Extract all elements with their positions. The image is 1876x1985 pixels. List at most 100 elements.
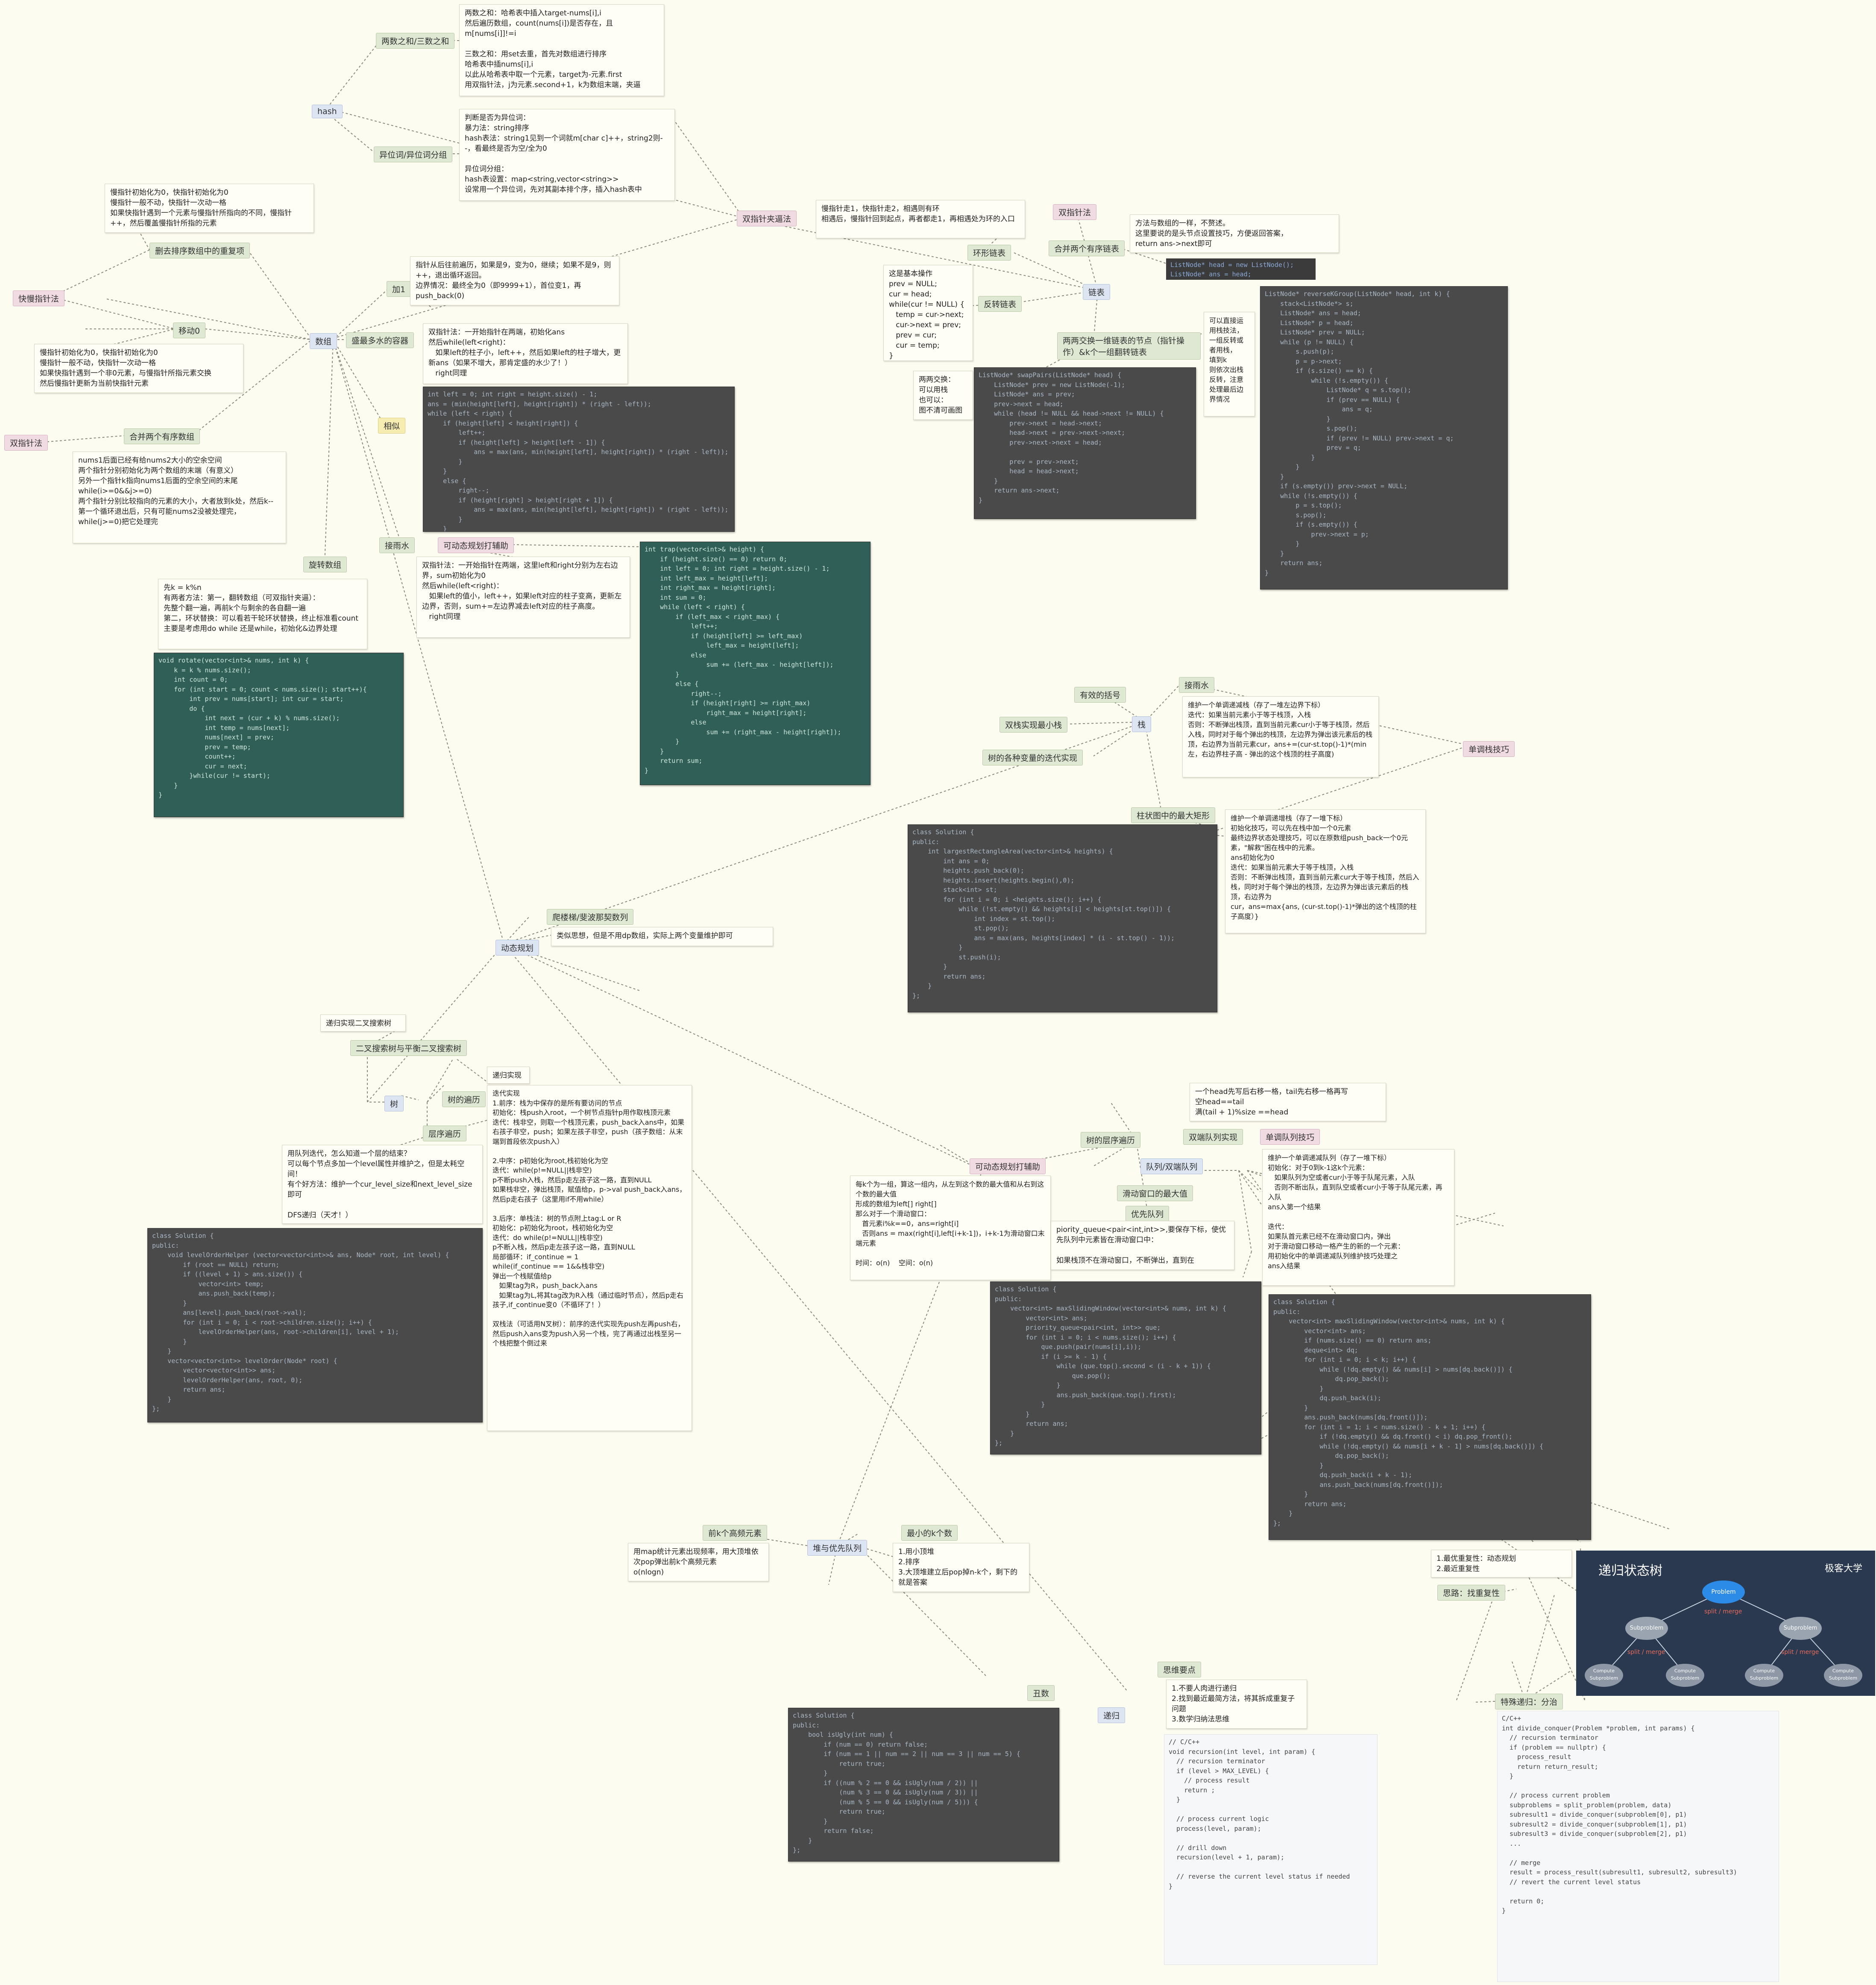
label-recursive-impl: 递归实现 <box>487 1067 530 1084</box>
topic-stack[interactable]: 栈 <box>1132 716 1152 732</box>
topic-climb-stairs[interactable]: 爬楼梯/斐波那契数列 <box>547 909 634 925</box>
topic-mono-stack[interactable]: 单调栈技巧 <box>1463 741 1515 757</box>
note-anagram: 判断是否为异位词： 暴力法：string排序 hash表法：string1见到一… <box>459 109 675 201</box>
note-mono-queue: 维护一个单调递减队列（存了一堆下标） 初始化：对于0到k-1这k个元素： 如果队… <box>1262 1149 1454 1286</box>
note-priority-queue: piority_queue<pair<int,int>>,要保存下标，使优先队列… <box>1051 1221 1234 1270</box>
note-swap-pairs: 两两交换： 可以用栈 也可以： 图不清可画图 <box>913 371 973 420</box>
topic-anagram[interactable]: 异位词/异位词分组 <box>374 147 453 162</box>
slide-subproblem-left: Subproblem <box>1625 1617 1668 1640</box>
topic-queue-level-order[interactable]: 树的层序遍历 <box>1081 1132 1141 1148</box>
topic-priority-queue[interactable]: 优先队列 <box>1126 1206 1170 1222</box>
note-reverse-list: 这是基本操作 prev = NULL; cur = head; while(cu… <box>883 265 973 361</box>
topic-dynamic-programming[interactable]: 动态规划 <box>495 940 539 956</box>
code-ugly-number: class Solution { public: bool isUgly(int… <box>788 1708 1059 1862</box>
topic-linked-list[interactable]: 链表 <box>1083 284 1111 300</box>
note-ring-list: 慢指针走1，快指针走2，相遇则有环 相遇后，慢指针回到起点，再者都走1，再相遇处… <box>816 200 1025 238</box>
note-plus-one: 指针从后往前遍历，如果是9，变为0，继续；如果不是9，则++，退出循环返回。 边… <box>410 256 619 305</box>
code-recursion-template: // C/C++ void recursion(int level, int p… <box>1164 1734 1378 1965</box>
topic-recursion[interactable]: 递归 <box>1098 1707 1126 1723</box>
topic-sliding-window-max[interactable]: 滑动窗口的最大值 <box>1117 1185 1193 1201</box>
code-trap-rain: int trap(vector<int>& height) { if (heig… <box>640 542 871 785</box>
topic-queue-deque[interactable]: 队列/双端队列 <box>1140 1158 1203 1174</box>
code-swap-pairs: ListNode* swapPairs(ListNode* head) { Li… <box>974 367 1196 519</box>
topic-trap-rain[interactable]: 接雨水 <box>379 537 415 553</box>
note-dedup: 慢指针初始化为0，快指针初始化为0 慢指针一般不动，快指针一次动一格 如果快指针… <box>105 184 314 233</box>
topic-largest-rectangle[interactable]: 柱状图中的最大矩形 <box>1131 807 1216 823</box>
topic-dedup[interactable]: 删去排序数组中的重复项 <box>149 243 250 258</box>
topic-merge-lists[interactable]: 合并两个有序链表 <box>1049 240 1125 256</box>
slide-label-right: split / merge <box>1781 1649 1819 1656</box>
topic-window-dp-assist[interactable]: 可动态规划打辅助 <box>970 1158 1046 1174</box>
topic-top-k-frequent[interactable]: 前k个高频元素 <box>703 1525 768 1541</box>
note-top-k-frequent: 用map统计元素出现频率，用大顶堆依次pop弹出前k个高频元素 o(nlogn) <box>628 1543 769 1581</box>
topic-thinking-points[interactable]: 思维要点 <box>1158 1662 1202 1677</box>
slide-leaf-2: Compute Subproblem <box>1666 1664 1704 1687</box>
topic-valid-parentheses[interactable]: 有效的括号 <box>1074 687 1126 703</box>
code-container-water: int left = 0; int right = height.size() … <box>423 387 735 532</box>
slide-title: 递归状态树 <box>1598 1563 1662 1578</box>
topic-level-order[interactable]: 层序遍历 <box>423 1126 467 1141</box>
code-merge-lists-head: ListNode* head = new ListNode(); ListNod… <box>1166 258 1316 280</box>
topic-move-zero[interactable]: 移动0 <box>173 323 206 338</box>
topic-stack-rain[interactable]: 接雨水 <box>1179 677 1215 693</box>
slide-leaf-4: Compute Subproblem <box>1824 1664 1862 1687</box>
note-thinking-points: 1.不要人肉进行递归 2.找到最近最简方法，将其拆成重复子问题 3.数学归纳法思… <box>1166 1680 1307 1729</box>
note-largest-rectangle: 维护一个单调递增栈（存了一堆下标） 初始化技巧，可以先在栈中加一个0元素 最终边… <box>1225 809 1426 933</box>
topic-similar[interactable]: 相似 <box>378 418 406 434</box>
topic-linked-two-pointer[interactable]: 双指针法 <box>1053 204 1097 220</box>
topic-hash[interactable]: hash <box>312 105 343 118</box>
slide-problem-node: Problem <box>1702 1580 1745 1604</box>
code-reverse-k-group: ListNode* reverseKGroup(ListNode* head, … <box>1260 286 1508 589</box>
note-merge-sorted: nums1后面已经有给nums2大小的空余空间 两个指针分别初始化为两个数组的末… <box>73 452 286 543</box>
slide-label-top: split / merge <box>1704 1608 1742 1615</box>
note-two-sum: 两数之和：哈希表中插入target-nums[i],i 然后遍历数组，count… <box>459 4 664 96</box>
note-level-order: 用队列迭代，怎么知道一个层的结束？ 可以每个节点多加一个level属性并维护之，… <box>282 1145 483 1224</box>
topic-merge-sorted-arrays[interactable]: 合并两个有序数组 <box>124 428 200 444</box>
topic-min-k[interactable]: 最小的k个数 <box>901 1525 958 1541</box>
topic-ring-list[interactable]: 环形链表 <box>967 245 1011 261</box>
note-climb-stairs: 类似思想，但是不用dp数组，实际上两个变量维护即可 <box>551 927 773 946</box>
topic-ugly-number[interactable]: 丑数 <box>1027 1685 1055 1701</box>
topic-mono-queue[interactable]: 单调队列技巧 <box>1260 1129 1320 1145</box>
topic-deque-impl[interactable]: 双端队列实现 <box>1183 1129 1243 1145</box>
note-min-k: 1.用小顶堆 2.排序 3.大顶堆建立后pop掉n-k个，剩下的就是答案 <box>893 1543 1029 1592</box>
topic-rotate-array[interactable]: 旋转数组 <box>303 557 347 572</box>
note-deque-impl: 一个head先写后右移一格，tail先右移一格再写 空head==tail 满(… <box>1190 1083 1386 1121</box>
code-divide-conquer: C/C++ int divide_conquer(Problem *proble… <box>1497 1711 1779 1982</box>
topic-tree-traversal[interactable]: 树的遍历 <box>442 1091 486 1107</box>
topic-plus-one[interactable]: 加1 <box>387 281 411 297</box>
note-reverse-k: 可以直接运用栈技法， 一组反转或者用栈， 填到k 则依次出栈反转，注意处理最后边… <box>1204 312 1255 416</box>
topic-swap-pairs[interactable]: 两两交换一维链表的节点（指针操作）&k个一组翻转链表 <box>1057 332 1201 360</box>
note-move-zero: 慢指针初始化为0，快指针初始化为0 慢指针一般不动，快指针一次动一格 如果快指针… <box>34 344 243 393</box>
topic-tree[interactable]: 树 <box>384 1096 404 1111</box>
code-level-order: class Solution { public: void levelOrder… <box>147 1228 483 1422</box>
note-merge-lists: 方法与数组的一样，不赘述。 这里要说的是头节点设置技巧，方便返回答案， retu… <box>1130 214 1339 253</box>
code-priority-queue: class Solution { public: vector<int> max… <box>990 1281 1261 1454</box>
topic-heap[interactable]: 堆与优先队列 <box>807 1540 868 1556</box>
note-trap-rain: 双指针法：一开始指针在两端，这里left和right分别为左右边界，sum初始化… <box>416 557 630 638</box>
slide-leaf-1: Compute Subproblem <box>1585 1664 1623 1687</box>
slide-logo: 极客大学 <box>1824 1563 1862 1574</box>
note-container-water: 双指针法：一开始指针在两端，初始化ans 然后while(left<right)… <box>423 323 628 384</box>
note-stack-rain: 维护一个单调递减栈（存了一堆左边界下标） 迭代：如果当前元素小于等于栈顶，入栈 … <box>1182 696 1379 777</box>
topic-two-sum[interactable]: 两数之和/三数之和 <box>376 33 455 49</box>
topic-two-pointer[interactable]: 双指针法 <box>4 435 48 451</box>
topic-min-stack[interactable]: 双栈实现最小栈 <box>1000 717 1068 733</box>
topic-array[interactable]: 数组 <box>310 333 337 349</box>
topic-rain-dp-assist[interactable]: 可动态规划打辅助 <box>438 537 514 553</box>
topic-divide-conquer[interactable]: 特殊递归：分治 <box>1495 1694 1563 1709</box>
note-rotate-array: 先k = k%n 有两者方法：第一，翻转数组（可双指针夹逼）： 先整个翻一遍，再… <box>158 579 367 649</box>
label-recursive-bst: 递归实现二叉搜索树 <box>320 1014 406 1032</box>
slide-subproblem-right: Subproblem <box>1779 1617 1822 1640</box>
slide-leaf-3: Compute Subproblem <box>1745 1664 1783 1687</box>
code-largest-rectangle: class Solution { public: int largestRect… <box>908 824 1217 1012</box>
topic-tree-iteration[interactable]: 树的各种变量的迭代实现 <box>982 750 1083 765</box>
topic-reverse-list[interactable]: 反转链表 <box>978 296 1022 312</box>
note-sliding-window: 每k个为一组，算这一组内，从左到这个数的最大值和从右到这个数的最大值 形成的数组… <box>850 1176 1051 1280</box>
topic-double-pointer[interactable]: 双指针夹逼法 <box>737 211 797 226</box>
topic-find-repetition[interactable]: 思路：找重复性 <box>1437 1585 1506 1601</box>
topic-fast-slow[interactable]: 快慢指针法 <box>13 290 65 306</box>
topic-bst[interactable]: 二叉搜索树与平衡二叉搜索树 <box>350 1040 467 1056</box>
code-rotate-array: void rotate(vector<int>& nums, int k) { … <box>154 653 404 817</box>
topic-container-water[interactable]: 盛最多水的容器 <box>346 332 414 348</box>
